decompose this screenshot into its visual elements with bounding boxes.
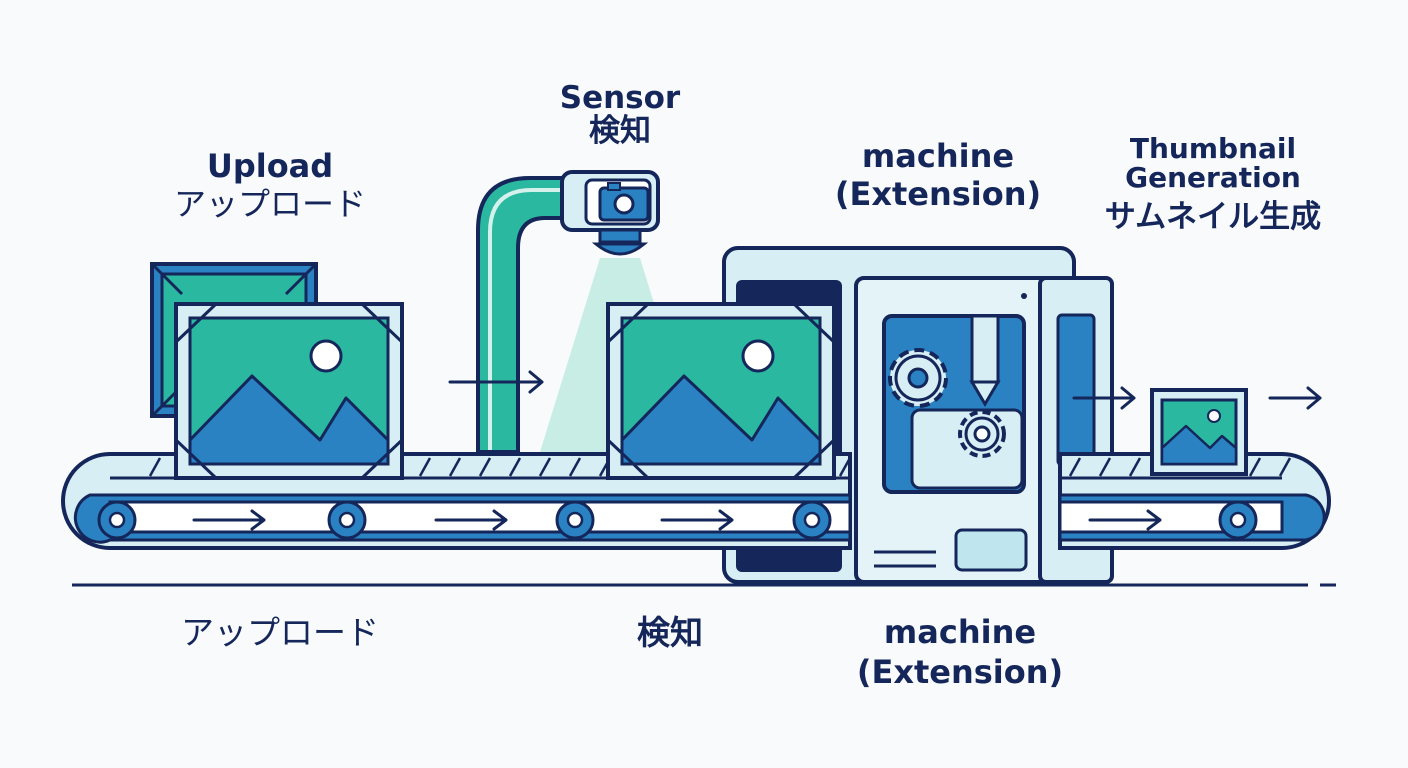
thumbnail-label-en-1: Thumbnail [1129,132,1297,165]
sensor-label-en: Sensor [559,80,681,116]
thumbnail-label: Thumbnail Generation サムネイル生成 [1080,134,1346,233]
image-icon-thumbnail [1150,388,1248,476]
conveyor-belt-right [1058,452,1331,550]
arrow-right-icon [192,370,1322,531]
upload-label-en: Upload [206,147,334,185]
upload-label-ja: アップロード [173,184,366,223]
bottom-label-detect: 検知 [637,613,703,652]
camera-icon [560,170,660,256]
machine-label-en: machine [861,137,1015,175]
sensor-label: Sensor 検知 [520,82,720,147]
bottom-label-machine: machine (Extension) [830,613,1090,691]
bottom-label-machine-ext: (Extension) [856,652,1064,691]
thumbnail-label-ja: サムネイル生成 [1104,198,1322,235]
gear-icon [888,348,948,408]
gear-icon-small [958,410,1006,458]
machine-label: machine (Extension) [808,137,1068,213]
thumbnail-label-en-2: Generation [1125,161,1301,195]
image-icon-detected [606,302,836,480]
sensor-label-ja: 検知 [589,112,651,149]
bottom-label-upload: アップロード [181,613,379,652]
machine-label-ext: (Extension) [834,174,1042,213]
bottom-label-machine-en: machine [883,613,1037,651]
image-icon-upload [174,302,404,480]
upload-label: Upload アップロード [150,147,390,223]
